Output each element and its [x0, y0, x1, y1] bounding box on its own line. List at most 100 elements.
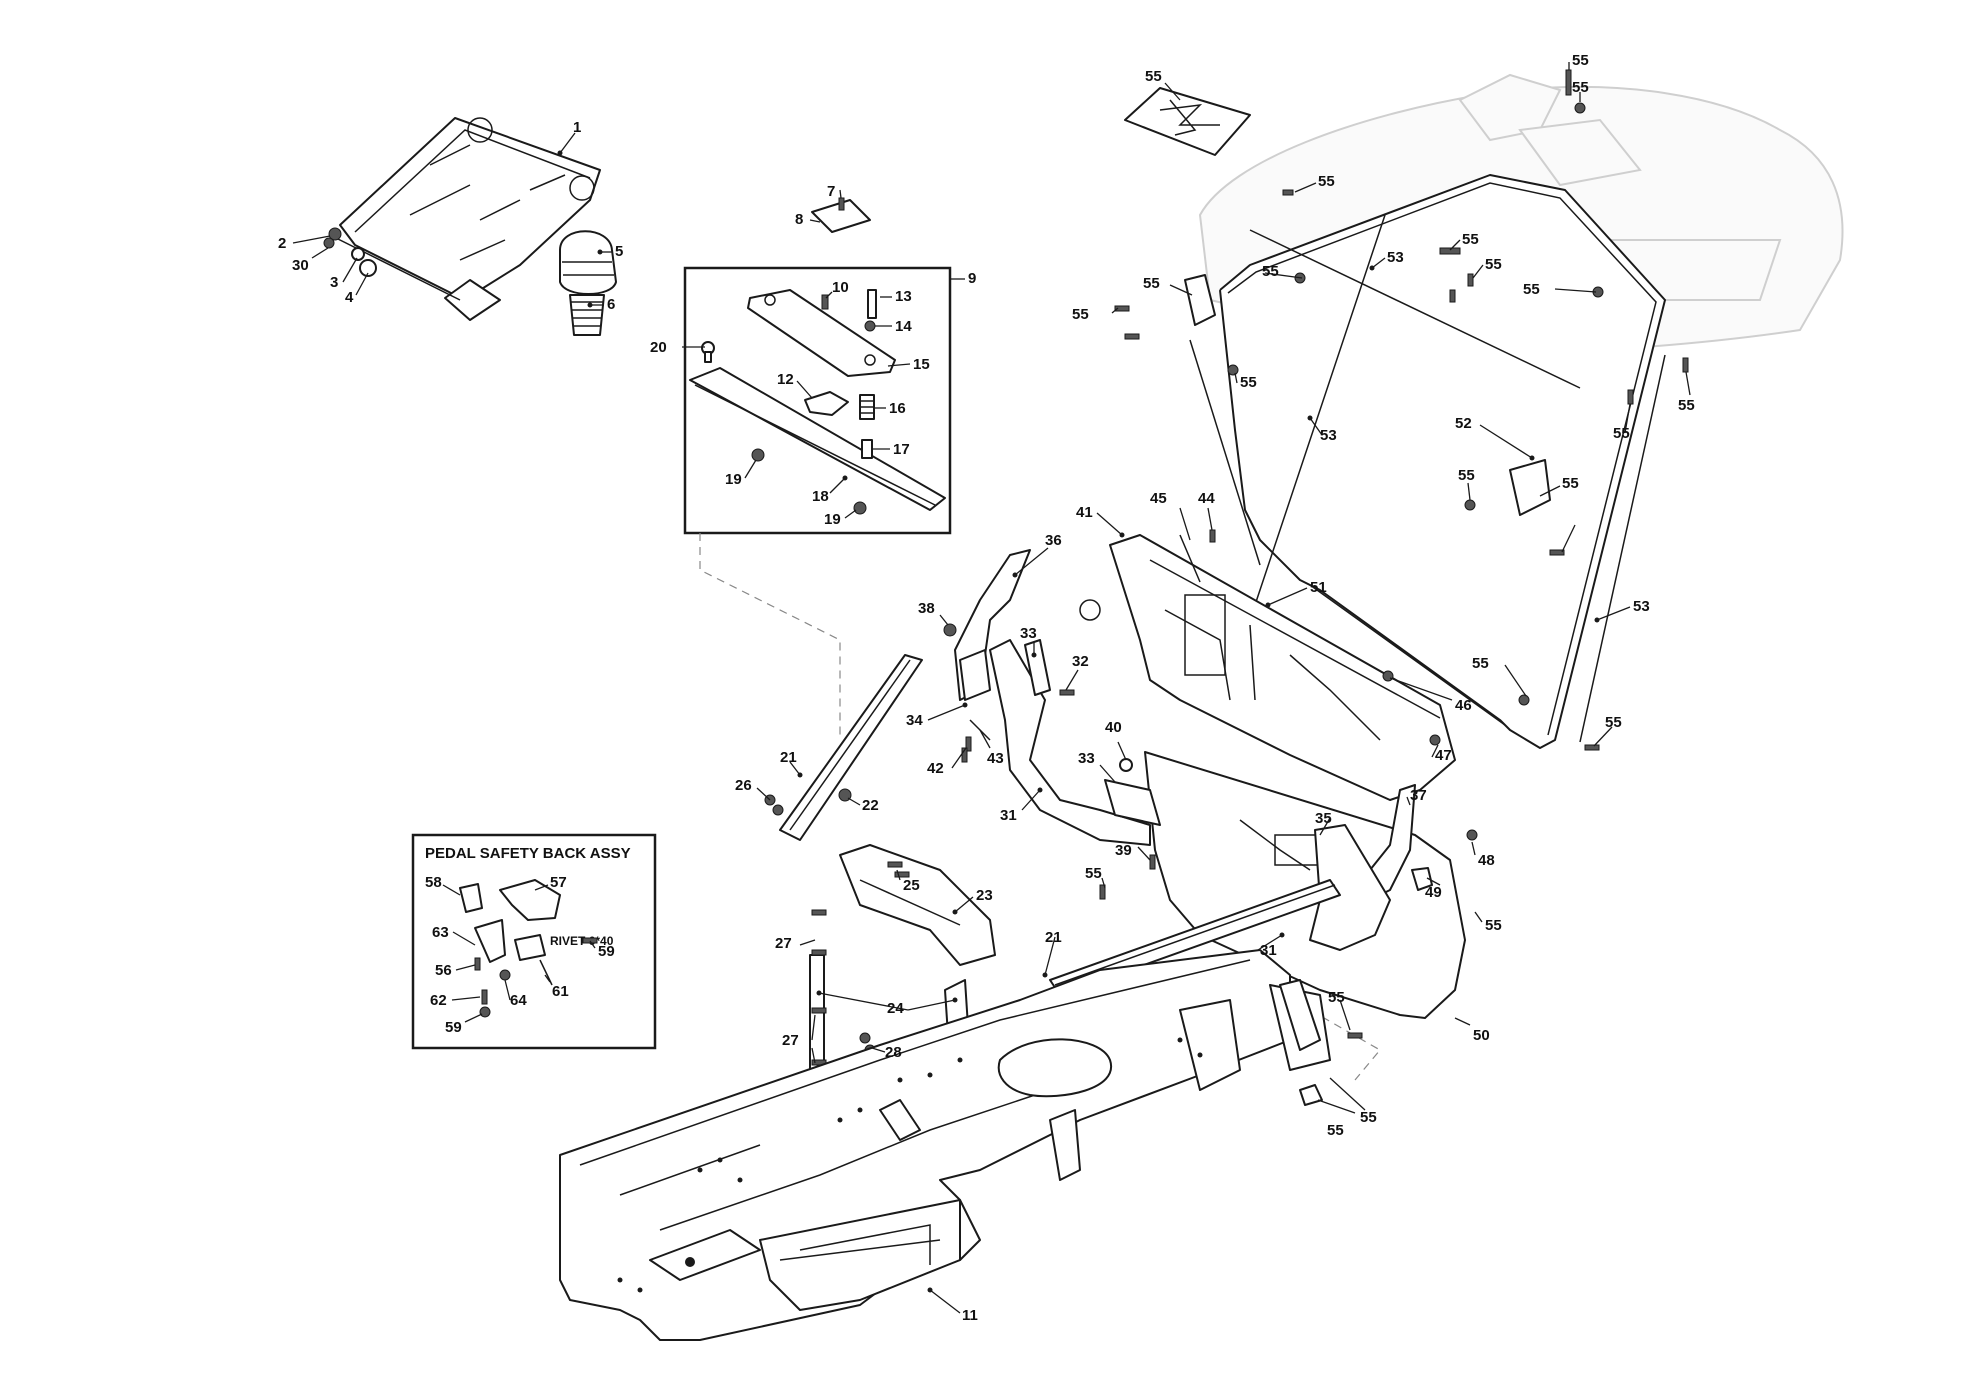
- callout-26: 26: [735, 777, 752, 794]
- callout-55-m: 55: [1613, 425, 1630, 442]
- tube-rod-53-diagonal[interactable]: [1249, 214, 1386, 621]
- callout-33-a: 33: [1020, 625, 1037, 642]
- bracket-upper-left[interactable]: [1184, 274, 1216, 326]
- slide-pin-17[interactable]: [861, 439, 873, 459]
- tube-rod-53-crossbar[interactable]: [1249, 229, 1581, 389]
- cover-plate-8[interactable]: [811, 199, 871, 233]
- callout-55-k: 55: [1240, 374, 1257, 391]
- callout-53-c: 53: [1633, 598, 1650, 615]
- chassis-holes: [617, 1037, 1203, 1293]
- callout-55-p: 55: [1472, 655, 1489, 672]
- pedal-safety-title: PEDAL SAFETY BACK ASSY: [425, 845, 631, 862]
- callout-28: 28: [885, 1044, 902, 1061]
- callout-55-q: 55: [1605, 714, 1622, 731]
- slide-nut-19b[interactable]: [853, 501, 867, 515]
- slide-knob-20[interactable]: [701, 341, 715, 363]
- bracket-23[interactable]: [839, 844, 996, 966]
- callout-13: 13: [895, 288, 912, 305]
- rail-21-upper[interactable]: [779, 654, 923, 841]
- callout-36: 36: [1045, 532, 1062, 549]
- callout-27-b: 27: [782, 1032, 799, 1049]
- leader-lines: [292, 62, 1691, 1314]
- bracket-34[interactable]: [959, 649, 991, 701]
- seat-hardware-2-30[interactable]: [323, 227, 342, 249]
- callout-57: 57: [550, 874, 567, 891]
- callout-7: 7: [827, 183, 835, 200]
- callout-32: 32: [1072, 653, 1089, 670]
- callout-27-a: 27: [775, 935, 792, 952]
- callout-50: 50: [1473, 1027, 1490, 1044]
- rear-bracket-55-lower[interactable]: [1099, 884, 1363, 1106]
- tube-rod-53-right[interactable]: [1579, 354, 1666, 743]
- callout-55-f: 55: [1485, 256, 1502, 273]
- callout-55-o: 55: [1562, 475, 1579, 492]
- tube-frame-51[interactable]: [1219, 174, 1666, 749]
- callout-55-c: 55: [1572, 79, 1589, 96]
- slide-rail-lower-18[interactable]: [689, 367, 946, 511]
- pedal-safety-parts[interactable]: [459, 879, 598, 1018]
- callout-43: 43: [987, 750, 1004, 767]
- slide-rail-upper-15[interactable]: [747, 289, 896, 377]
- callout-25: 25: [903, 877, 920, 894]
- slide-nut-19a[interactable]: [751, 448, 765, 462]
- callout-38: 38: [918, 600, 935, 617]
- callout-23: 23: [976, 887, 993, 904]
- slide-bolt-13[interactable]: [867, 289, 877, 319]
- callout-35: 35: [1315, 810, 1332, 827]
- callout-2: 2: [278, 235, 286, 252]
- slide-latch-12[interactable]: [804, 391, 849, 416]
- side-frame-35[interactable]: [1309, 824, 1391, 951]
- callout-55-d: 55: [1318, 173, 1335, 190]
- callout-9: 9: [968, 270, 976, 287]
- callout-55-i: 55: [1262, 263, 1279, 280]
- rear-plate-50[interactable]: [1144, 751, 1466, 1019]
- slide-spring-16[interactable]: [859, 394, 875, 420]
- callout-20: 20: [650, 339, 667, 356]
- slide-screw-10[interactable]: [821, 294, 829, 310]
- bracket-33-lower[interactable]: [1104, 779, 1161, 826]
- cover-screw-7[interactable]: [838, 197, 845, 211]
- callout-49: 49: [1425, 884, 1442, 901]
- callout-64: 64: [510, 992, 527, 1009]
- bracket-52[interactable]: [1509, 459, 1551, 516]
- callout-24: 24: [887, 1000, 904, 1017]
- callout-31-b: 31: [1260, 942, 1277, 959]
- callout-39: 39: [1115, 842, 1132, 859]
- callout-22: 22: [862, 797, 879, 814]
- callout-4: 4: [345, 289, 354, 306]
- seat-hardware-3-4[interactable]: [351, 247, 377, 277]
- assembly-dashed-leader: [699, 533, 841, 735]
- hardware-bag-55[interactable]: [1124, 87, 1251, 156]
- rear-panel-41[interactable]: [1079, 534, 1456, 801]
- small-bolts-32-38-40-42-43-39[interactable]: [943, 623, 1156, 870]
- callout-37: 37: [1410, 787, 1427, 804]
- callout-1: 1: [573, 119, 581, 136]
- callout-19-a: 19: [725, 471, 742, 488]
- seat-spring-cover-5-6[interactable]: [559, 230, 617, 336]
- side-frame-31-left[interactable]: [989, 639, 1151, 846]
- main-chassis-11[interactable]: [559, 949, 1331, 1341]
- callout-51: 51: [1310, 579, 1327, 596]
- seat-plate[interactable]: [329, 117, 601, 321]
- callout-53-b: 53: [1320, 427, 1337, 444]
- callout-55-t: 55: [1328, 989, 1345, 1006]
- bolts-55-group[interactable]: [1114, 69, 1689, 751]
- rubber-mount-46-47-48-49[interactable]: [1382, 670, 1478, 891]
- slide-nut-14[interactable]: [864, 320, 876, 332]
- callout-55-l: 55: [1678, 397, 1695, 414]
- callout-12: 12: [777, 371, 794, 388]
- callout-11: 11: [962, 1307, 978, 1324]
- rivet-note: RIVET 6*40: [550, 934, 614, 948]
- bolts-25[interactable]: [887, 861, 910, 878]
- callout-8: 8: [795, 211, 803, 228]
- tube-rod-53-left[interactable]: [1189, 339, 1261, 566]
- bracket-33-upper[interactable]: [1024, 639, 1051, 696]
- callout-10: 10: [832, 279, 849, 296]
- callout-59-a: 59: [598, 943, 615, 960]
- small-parts-44-45[interactable]: [1179, 529, 1216, 583]
- callout-42: 42: [927, 760, 944, 777]
- callout-59-b: 59: [445, 1019, 462, 1036]
- callout-55-s: 55: [1485, 917, 1502, 934]
- callout-21-b: 21: [1045, 929, 1062, 946]
